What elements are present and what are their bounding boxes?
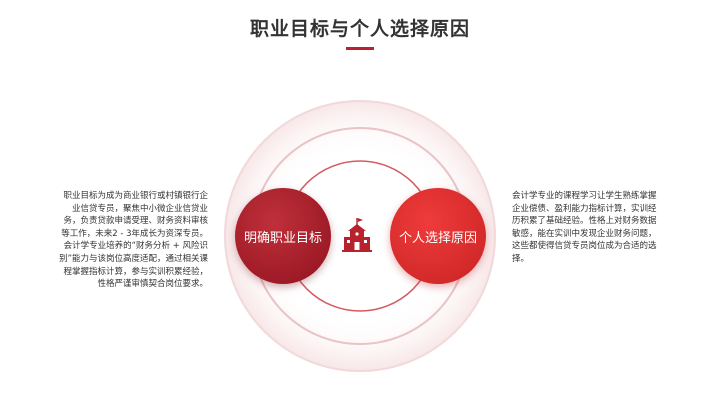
school-building-icon — [342, 218, 372, 252]
slide-title: 职业目标与个人选择原因 — [249, 18, 470, 40]
choice-reason-circle: 个人选择原因 — [390, 188, 486, 284]
career-goal-label: 明确职业目标 — [243, 230, 322, 246]
choice-reason-description: 会计学专业的课程学习让学生熟练掌握企业偿债、盈利能力指标计算，实训经历积累了基础… — [512, 191, 657, 264]
choice-reason-label: 个人选择原因 — [398, 230, 477, 246]
career-goal-description: 职业目标为成为商业银行或村镇银行企业信贷专员，聚焦中小微企业信贷业务，负责贷款申… — [59, 191, 208, 290]
title-underline — [346, 47, 374, 50]
career-goal-circle: 明确职业目标 — [235, 188, 331, 284]
